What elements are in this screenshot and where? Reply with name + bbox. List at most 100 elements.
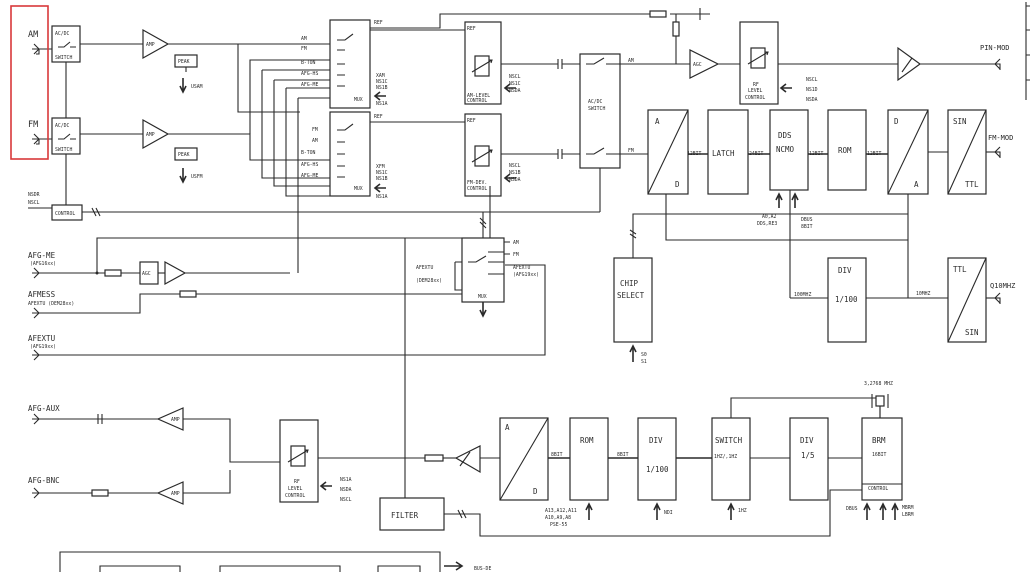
- svg-text:FM: FM: [301, 46, 307, 52]
- svg-text:NS1C: NS1C: [376, 170, 388, 176]
- svg-text:(AFG19xx): (AFG19xx): [513, 272, 539, 278]
- chip-select-label: CHIP: [620, 279, 639, 288]
- mux-fm-label: MUX: [354, 186, 363, 192]
- svg-text:AFEXTU: AFEXTU: [513, 265, 530, 271]
- acdc-main-sub: SWITCH: [588, 106, 605, 112]
- svg-text:B-TON: B-TON: [301, 150, 316, 156]
- svg-text:AFG-HS: AFG-HS: [301, 71, 318, 77]
- afextu-label: AFEXTU: [28, 334, 55, 343]
- peak-am-label: PEAK: [178, 59, 190, 65]
- hz1-label: 1HZ: [738, 508, 747, 514]
- mux-fm-inputs: FM AM B-TON AFG-HS AFG-ME: [301, 127, 318, 179]
- mux-afextu-left: AFEXTU: [416, 265, 433, 271]
- dds-label: DDS: [778, 131, 792, 140]
- usam-label: USAM: [191, 84, 203, 90]
- div2-sub: 1/100: [646, 465, 669, 474]
- fm-dev-sub: CONTROL: [467, 186, 487, 192]
- svg-text:AM: AM: [301, 36, 307, 42]
- bits-adc: 12BIT: [687, 151, 702, 157]
- svg-text:NS1B: NS1B: [509, 170, 521, 176]
- svg-text:LEVEL: LEVEL: [748, 88, 763, 94]
- mux-afextu-left-sub: (DEM28xx): [416, 278, 442, 284]
- mux-afextu-label: MUX: [478, 294, 487, 300]
- latch-block: [707, 109, 749, 195]
- svg-text:NS1A: NS1A: [376, 101, 388, 107]
- svg-text:NSCL: NSCL: [509, 163, 521, 169]
- switch2-label: SWITCH: [715, 436, 743, 445]
- dds-block: [769, 109, 809, 191]
- mux-am-sel: XAM NS1C NS1B NS1A: [376, 73, 388, 107]
- svg-text:NSDA: NSDA: [509, 88, 521, 94]
- mux-am-inputs: AM FM B-TON AFG-HS AFG-ME: [301, 36, 318, 88]
- svg-text:RF: RF: [753, 82, 759, 88]
- resistor-bottom: [424, 454, 444, 462]
- crystal-label: 3,2768 MHZ: [864, 381, 893, 387]
- resistor-afg-me: [104, 269, 122, 277]
- input-am-label: AM: [28, 30, 38, 40]
- rom-block-bottom: [569, 417, 609, 501]
- filter-block: [379, 497, 445, 531]
- svg-text:NS1D: NS1D: [806, 87, 818, 93]
- svg-text:FM: FM: [513, 252, 519, 258]
- svg-text:NSDA: NSDA: [340, 487, 352, 493]
- crystal-symbol: [875, 395, 885, 407]
- mux-fm-ref: REF: [374, 114, 383, 120]
- svg-text:CONTROL: CONTROL: [285, 493, 305, 499]
- mux-am-ref: REF: [374, 20, 383, 26]
- dds-sub: NCMO: [776, 145, 795, 154]
- afmess-sub: AFEXTU (DEM28xx): [28, 301, 74, 307]
- svg-text:NSCL: NSCL: [509, 74, 521, 80]
- svg-text:NS1C: NS1C: [509, 81, 521, 87]
- bus-partial-label: BUS-DE: [474, 566, 491, 572]
- input-am-connector: [32, 43, 52, 55]
- am-level-sub: CONTROL: [467, 98, 487, 104]
- afg-bnc-label: AFG-BNC: [28, 476, 60, 485]
- svg-text:LEVEL: LEVEL: [288, 486, 303, 492]
- svg-text:XAM: XAM: [376, 73, 385, 79]
- afextu-sub: (AFG19xx): [30, 344, 56, 350]
- amp-fm-triangle: [142, 118, 170, 150]
- svg-text:NS1A: NS1A: [340, 477, 352, 483]
- afmess-label: AFMESS: [28, 290, 56, 299]
- input-fm-connector: [32, 133, 52, 145]
- am-tag: AM: [628, 58, 634, 64]
- dac-a: A: [914, 180, 919, 189]
- div-100-block-bottom: [637, 417, 677, 501]
- input-section: AM FM AC/DC SWITCH AC/DC SWITCH AMP AMP: [10, 5, 600, 505]
- freq-10mhz: 10MHZ: [916, 291, 931, 297]
- resistor-afmess: [179, 290, 197, 298]
- svg-text:NSCL: NSCL: [806, 77, 818, 83]
- mux-fm: [329, 111, 371, 197]
- svg-text:NSDA: NSDA: [509, 177, 521, 183]
- svg-text:DBUS: DBUS: [801, 217, 813, 223]
- input-fm-label: FM: [28, 120, 38, 130]
- acdc-switch-am-sub: SWITCH: [55, 55, 72, 61]
- svg-text:NS1B: NS1B: [376, 176, 388, 182]
- svg-text:NSDA: NSDA: [806, 97, 818, 103]
- selection-highlight[interactable]: [10, 5, 49, 160]
- agc-amp: [164, 260, 187, 286]
- switch2-sub: 1HZ/,1HZ: [714, 454, 737, 460]
- svg-text:A0,A2: A0,A2: [762, 214, 777, 220]
- nscl-label: NSCL: [28, 200, 40, 206]
- acdc-switch-main: [579, 53, 621, 169]
- mux-fm-sel: XFM NS1C NS1B NS1A: [376, 164, 388, 200]
- svg-text:XFM: XFM: [376, 164, 385, 170]
- bits-rom: 12BIT: [867, 151, 882, 157]
- resistor-bnc: [91, 489, 109, 497]
- svg-text:A10,A9,A8: A10,A9,A8: [545, 515, 571, 521]
- output-pin-mod-label: PIN-MOD: [980, 44, 1010, 52]
- svg-text:RF: RF: [294, 479, 300, 485]
- adc2-a: A: [505, 423, 510, 432]
- svg-text:NSCL: NSCL: [340, 497, 352, 503]
- adc-a: A: [655, 117, 660, 126]
- filter-label: FILTER: [391, 511, 419, 520]
- fm-dev-label: FM-DEV.: [467, 180, 487, 186]
- svg-text:A13,A12,A11: A13,A12,A11: [545, 508, 577, 514]
- svg-text:LBRM: LBRM: [902, 512, 914, 518]
- brm-bits: 16BIT: [872, 452, 887, 458]
- svg-text:S1: S1: [641, 359, 647, 365]
- fm-dev-ref: REF: [467, 118, 476, 124]
- rom-block: [827, 109, 867, 191]
- resistor-top-v: [672, 21, 680, 37]
